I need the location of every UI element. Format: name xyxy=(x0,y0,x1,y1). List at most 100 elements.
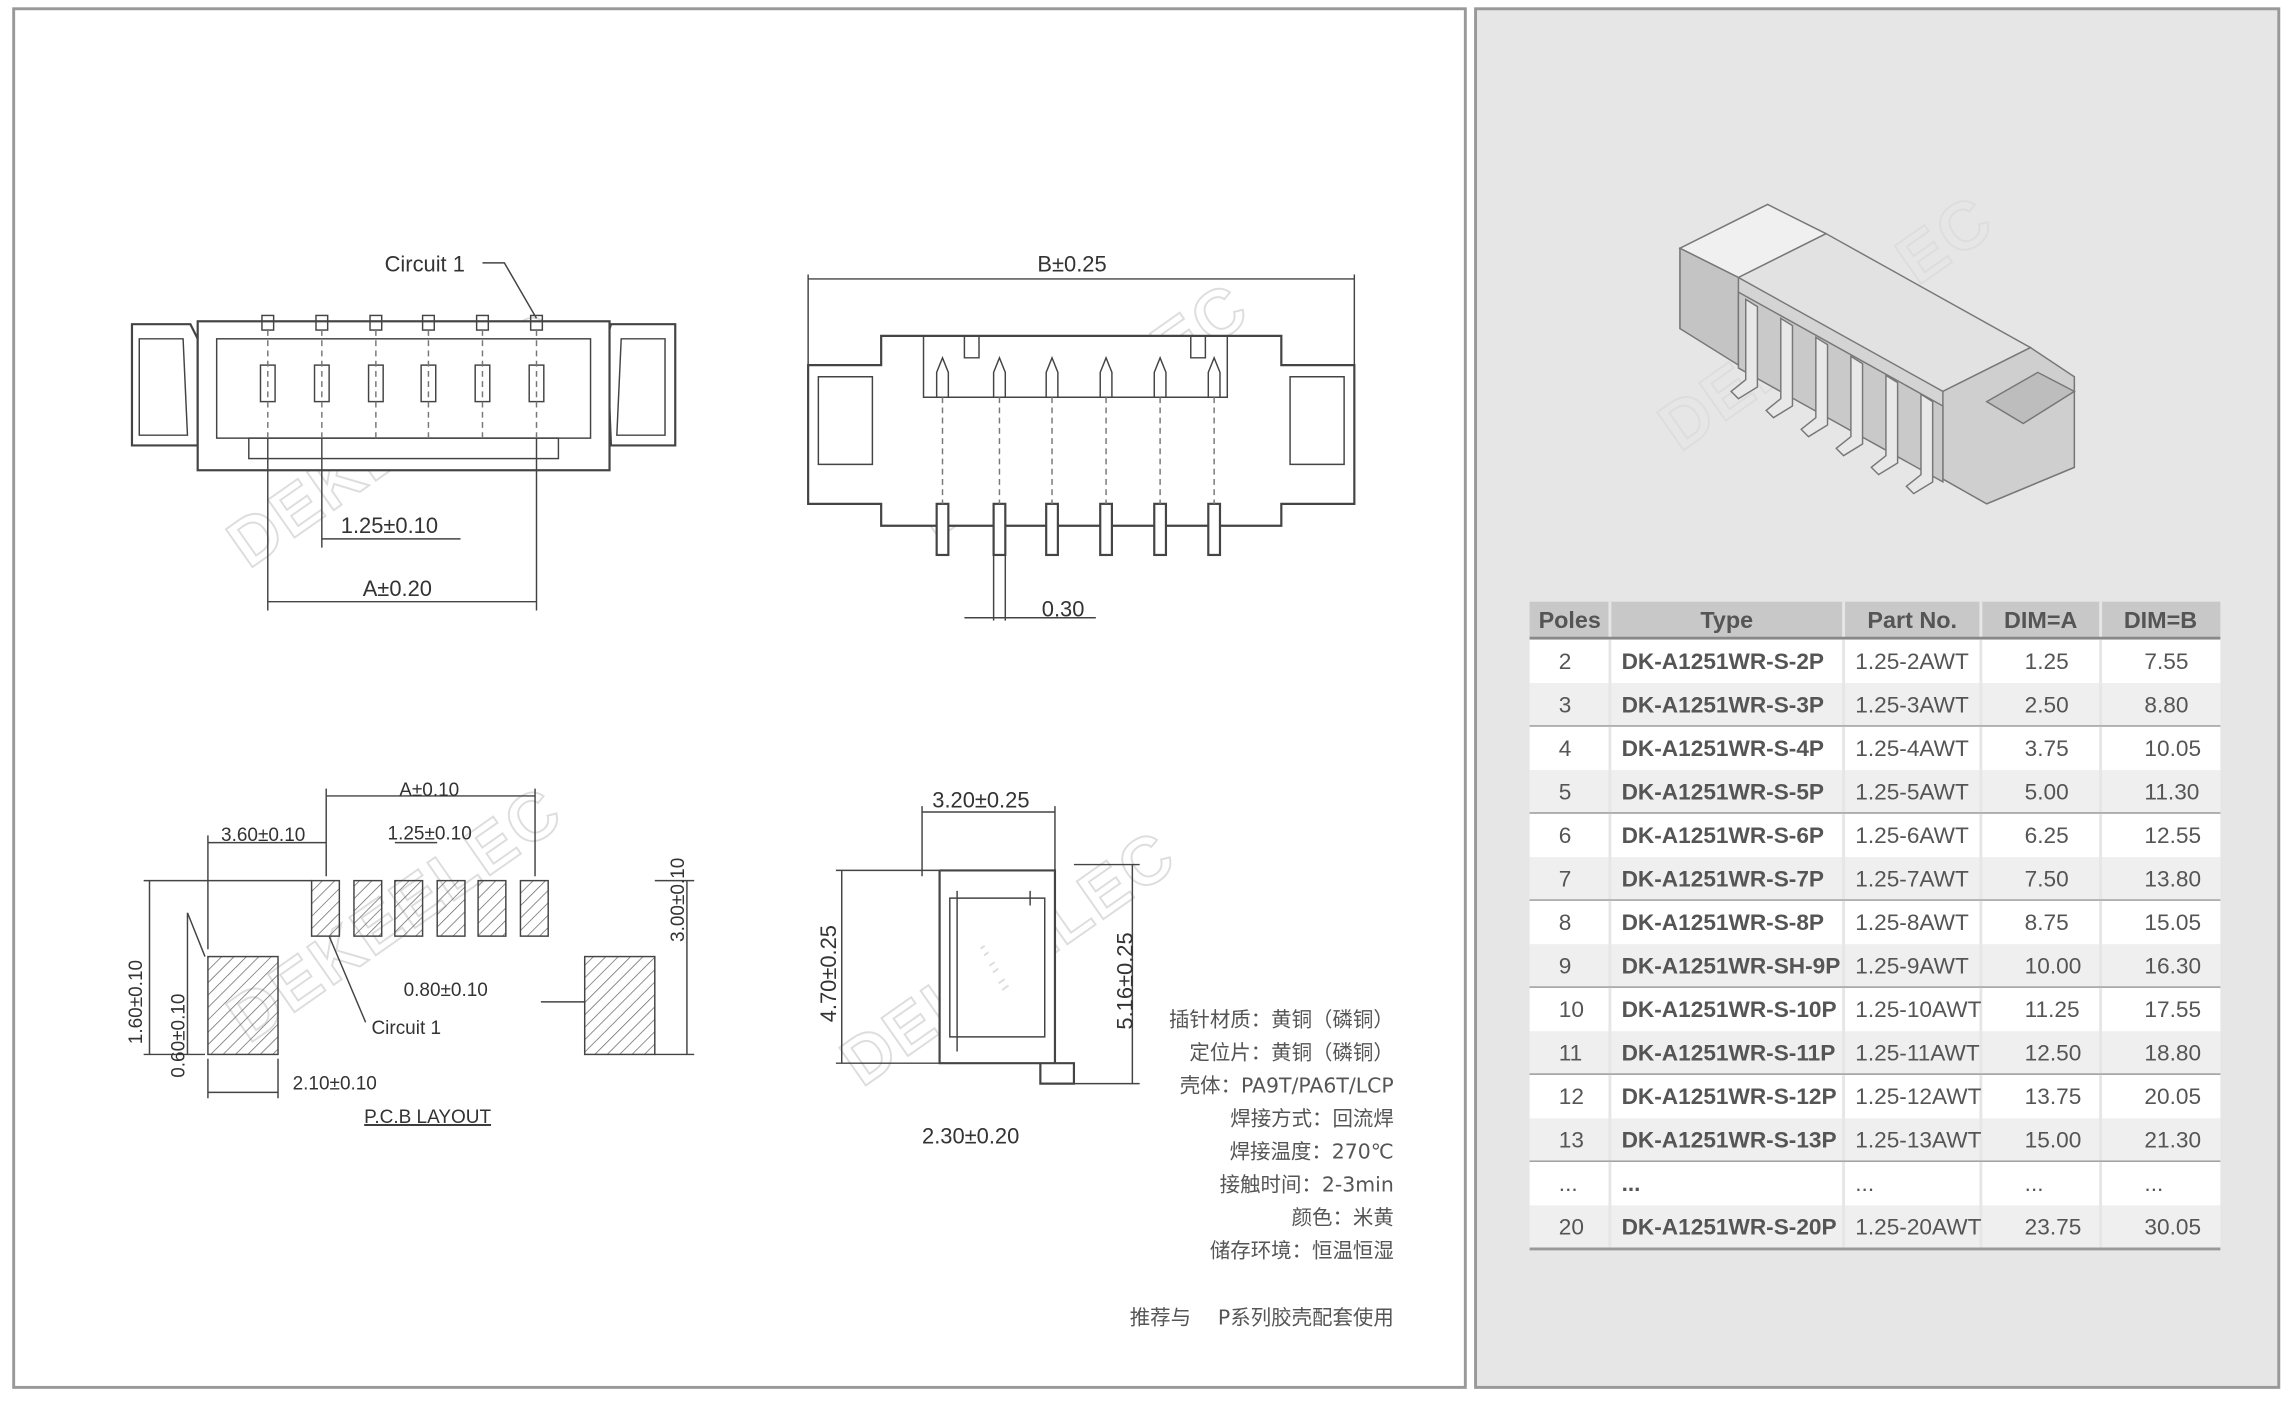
solder-tail xyxy=(935,502,950,557)
row-background xyxy=(1529,1118,2221,1162)
drawing-panel xyxy=(12,7,1467,1389)
pcb-layout-drawing: A±0.10 3.60±0.10 1.25±0.10 3.00±0.10 1.6… xyxy=(126,780,695,1128)
table-row: ............... xyxy=(1529,1161,2221,1206)
table-cell: 1.25-10AWT xyxy=(1855,997,1981,1022)
table-cell: 12.50 xyxy=(2025,1041,2082,1066)
table-cell: 16.30 xyxy=(2144,954,2201,979)
table-cell: DK-A1251WR-S-4P xyxy=(1622,736,1824,761)
table-cell: DK-A1251WR-S-2P xyxy=(1622,649,1824,674)
render-pin xyxy=(1870,374,1899,476)
table-cell: 23.75 xyxy=(2025,1215,2082,1240)
table-cell: ... xyxy=(2144,1171,2163,1196)
table-cell: 1.25-8AWT xyxy=(1855,910,1969,935)
solder-tail xyxy=(1153,502,1168,557)
row-background xyxy=(1529,683,2221,727)
table-cell: 21.30 xyxy=(2144,1128,2201,1153)
a-dimension: A±0.20 xyxy=(363,576,432,601)
table-header-cell: DIM=B xyxy=(2124,607,2197,633)
pcb-pad xyxy=(519,879,549,937)
table-cell: 4 xyxy=(1559,736,1572,761)
render-pin xyxy=(1765,317,1794,419)
table-cell: 2.50 xyxy=(2025,692,2069,717)
solder-tail xyxy=(1099,502,1114,557)
row-background xyxy=(1529,639,2221,684)
table-cell: DK-A1251WR-S-11P xyxy=(1622,1041,1836,1066)
table-cell: 6.25 xyxy=(2025,823,2069,848)
table-cell: 10 xyxy=(1559,997,1584,1022)
row-background xyxy=(1529,813,2221,858)
pcb-pad-height-dimension: 1.60±0.10 xyxy=(126,960,147,1044)
table-cell: 5 xyxy=(1559,779,1572,804)
circuit-1-label: Circuit 1 xyxy=(385,252,465,277)
top-view-drawing: Circuit 1 1.25±0.10 A±0.20 xyxy=(130,252,677,611)
table-cell: 15.05 xyxy=(2144,910,2201,935)
row-background xyxy=(1529,726,2221,771)
row-background xyxy=(1529,857,2221,901)
table-cell: 13 xyxy=(1559,1128,1584,1153)
spec-line: 焊接方式：回流焊 xyxy=(1230,1107,1394,1131)
pcb-pad-offset-dimension: 0.60±0.10 xyxy=(169,994,190,1078)
solder-tail xyxy=(1045,502,1059,557)
table-cell: DK-A1251WR-SH-9P xyxy=(1622,954,1841,979)
table-cell: 12 xyxy=(1559,1084,1584,1109)
pcb-pad xyxy=(436,879,466,937)
render-pin xyxy=(1905,392,1934,495)
table-header-cell: Type xyxy=(1700,607,1753,633)
table-cell: 15.00 xyxy=(2025,1128,2082,1153)
spec-line: 接触时间：2-3min xyxy=(1220,1173,1394,1197)
pcb-left-dimension: 3.60±0.10 xyxy=(221,825,305,846)
end-height-dimension: 4.70±0.25 xyxy=(816,925,841,1022)
b-dimension: B±0.25 xyxy=(1037,252,1106,277)
table-cell: 11.30 xyxy=(2144,779,2199,804)
table-cell: 1.25-12AWT xyxy=(1855,1084,1981,1109)
table-cell: 8 xyxy=(1559,910,1572,935)
table-header-cell: Poles xyxy=(1539,607,1601,633)
table-cell: 13.80 xyxy=(2144,866,2201,891)
end-view-drawing: 3.20±0.25 4.70±0.25 5.16±0.25 2.30±0.20 xyxy=(816,788,1140,1149)
table-cell: 12.55 xyxy=(2144,823,2201,848)
table-cell: 30.05 xyxy=(2144,1215,2201,1240)
contact xyxy=(1207,355,1221,398)
table-cell: 7.55 xyxy=(2144,649,2188,674)
contact xyxy=(935,355,950,398)
end-total-height-dimension: 5.16±0.25 xyxy=(1112,932,1137,1029)
specifications: 插针材质：黄铜（磷铜）定位片：黄铜（磷铜）壳体：PA9T/PA6T/LCP焊接方… xyxy=(1169,1008,1394,1263)
pcb-pad xyxy=(394,879,424,937)
contact xyxy=(1099,355,1113,398)
spec-line: 壳体：PA9T/PA6T/LCP xyxy=(1180,1074,1394,1098)
row-background xyxy=(1529,1031,2221,1075)
side-view-drawing: B±0.25 0.30 xyxy=(807,252,1356,621)
connector-3d-render xyxy=(1678,203,2076,505)
table-cell: 3 xyxy=(1559,692,1572,717)
table-header-cell: DIM=A xyxy=(2004,607,2077,633)
pin-width-dimension: 0.30 xyxy=(1042,596,1085,621)
contact xyxy=(992,355,1007,398)
table-cell: DK-A1251WR-S-5P xyxy=(1622,779,1824,804)
pcb-pad-width-dimension: 0.80±0.10 xyxy=(404,980,488,1001)
table-cell: DK-A1251WR-S-6P xyxy=(1622,823,1824,848)
table-cell: 1.25-20AWT xyxy=(1855,1215,1981,1240)
table-cell: 3.75 xyxy=(2025,736,2069,761)
spec-line: 焊接温度：270℃ xyxy=(1230,1140,1394,1164)
table-cell: DK-A1251WR-S-3P xyxy=(1622,692,1824,717)
table-cell: 7 xyxy=(1559,866,1572,891)
table-cell: ... xyxy=(1559,1171,1578,1196)
table-cell: 1.25-7AWT xyxy=(1855,866,1969,891)
pcb-height-dimension: 3.00±0.10 xyxy=(668,858,689,942)
table-cell: 8.75 xyxy=(2025,910,2069,935)
table-cell: 1.25-6AWT xyxy=(1855,823,1969,848)
solder-tail xyxy=(1207,502,1222,557)
row-background xyxy=(1529,944,2221,988)
table-cell: DK-A1251WR-S-10P xyxy=(1622,997,1837,1022)
table-cell: 10.00 xyxy=(2025,954,2082,979)
spec-line: 储存环境：恒温恒湿 xyxy=(1210,1239,1394,1263)
